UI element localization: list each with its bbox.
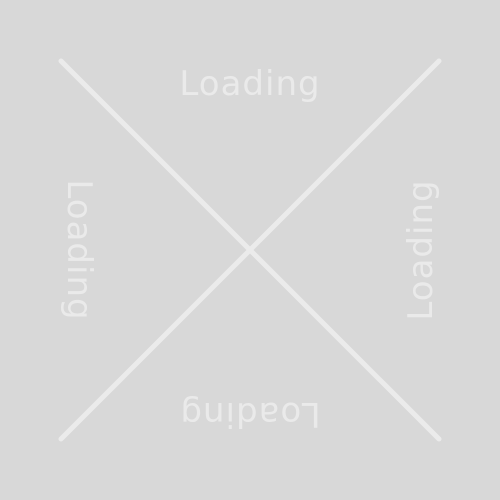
loading-label-bottom: Loading xyxy=(179,394,321,434)
cross-line-ascending xyxy=(58,58,442,442)
loading-label-top: Loading xyxy=(179,64,321,104)
loading-label-right: Loading xyxy=(401,179,441,321)
loading-label-left: Loading xyxy=(59,179,99,321)
